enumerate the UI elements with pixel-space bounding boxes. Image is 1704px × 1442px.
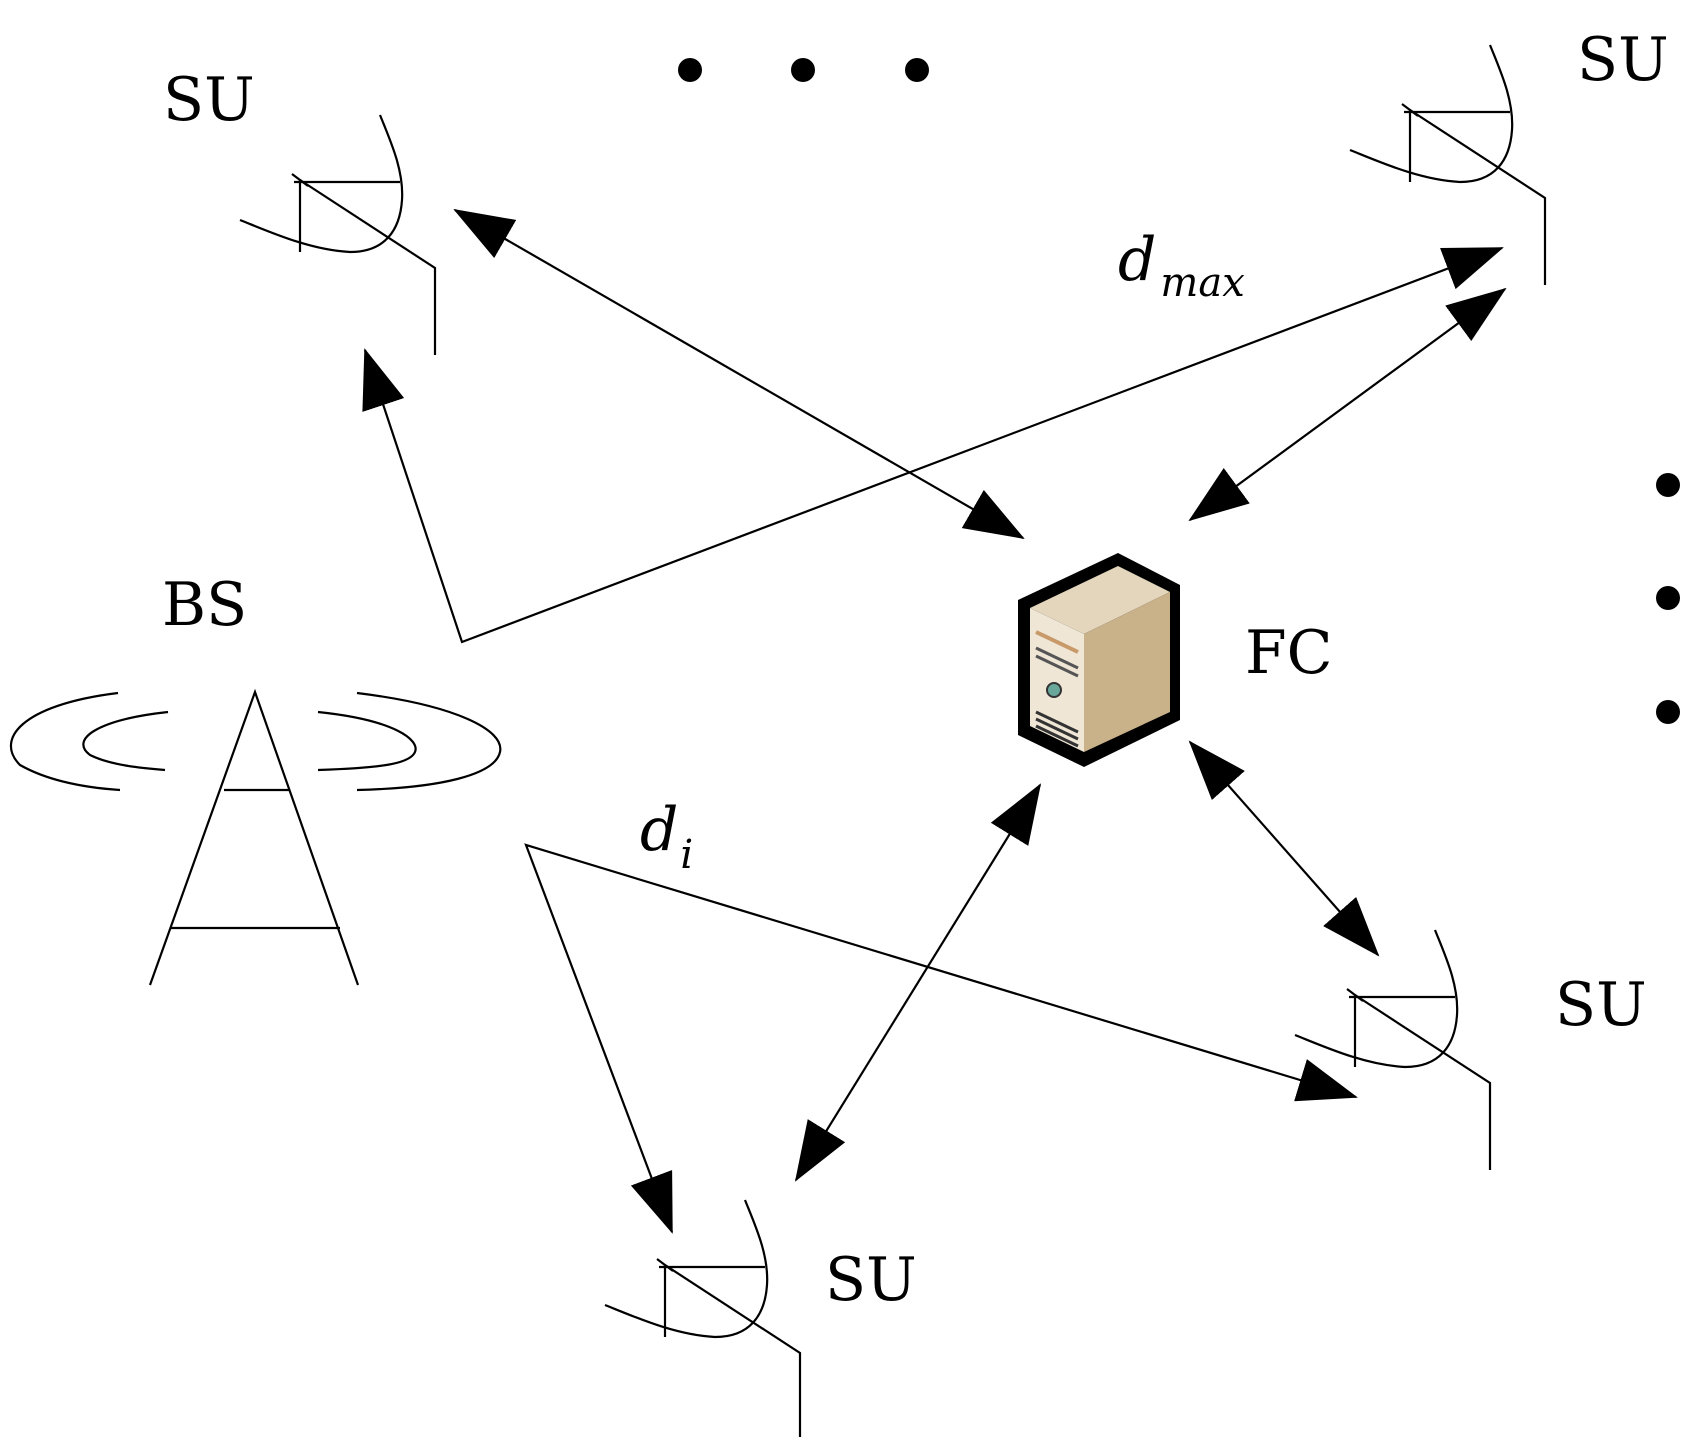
- base-station-tower-icon: [9, 688, 502, 986]
- su-label: SU: [825, 1245, 917, 1315]
- fc-label: FC: [1245, 618, 1333, 688]
- antenna-icon: [1348, 43, 1547, 287]
- su-label: SU: [163, 65, 255, 135]
- link-su-topright-fc: [1188, 287, 1507, 522]
- antenna-icon: [238, 113, 437, 357]
- antenna-icon: [603, 1198, 802, 1442]
- su-label: SU: [1555, 970, 1647, 1040]
- link-su-topleft-fc: [453, 208, 1025, 540]
- link-bs-dmax: [362, 246, 1504, 644]
- bs-label: BS: [162, 570, 247, 640]
- link-fc-su-bottom: [794, 783, 1042, 1182]
- ellipsis-dots: [678, 58, 1680, 724]
- server-computer-icon: [1018, 553, 1180, 767]
- antenna-icon: [1293, 928, 1492, 1172]
- di-label: di: [640, 795, 693, 878]
- su-label: SU: [1577, 25, 1669, 95]
- link-bs-di: [524, 843, 1358, 1234]
- link-fc-su-bottomright: [1188, 740, 1380, 957]
